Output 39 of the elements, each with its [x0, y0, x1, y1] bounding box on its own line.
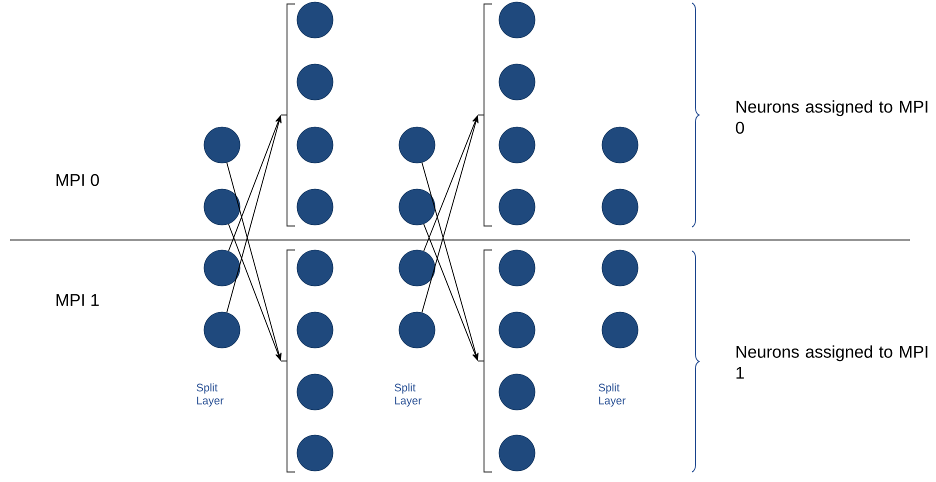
square-bracket: [478, 250, 492, 472]
neuron-circle: [296, 126, 334, 164]
neuron-circle: [498, 250, 536, 286]
neuron-circle: [398, 126, 436, 164]
neuron-circle: [296, 64, 334, 100]
brace-label: Neurons assigned to MPI 0: [736, 100, 928, 134]
neuron-circle: [296, 188, 334, 226]
neuron-circle: [398, 250, 436, 286]
square-bracket: [478, 4, 492, 226]
neuron-circle: [498, 2, 536, 38]
neuron-circle: [498, 374, 536, 410]
neuron-circle: [204, 312, 240, 348]
neuron-circle: [296, 434, 334, 472]
neuron-circle: [204, 188, 240, 226]
square-bracket: [280, 250, 296, 472]
neuron-circle: [296, 374, 334, 410]
neuron-circle: [398, 188, 436, 226]
brace-label: Neurons assigned to MPI 1: [736, 345, 928, 379]
neuron-circle: [602, 312, 638, 348]
layer-label: Split Layer: [598, 383, 626, 407]
side-label: MPI 0: [56, 174, 99, 186]
square-bracket: [280, 4, 296, 226]
neuron-circle: [498, 188, 536, 226]
neuron-circle: [602, 188, 638, 226]
neuron-circle: [498, 312, 536, 348]
neuron-circle: [296, 312, 334, 348]
neuron-circle: [204, 250, 240, 286]
neuron-circle: [498, 434, 536, 472]
neuron-circle: [602, 250, 638, 286]
neuron-circle: [398, 312, 436, 348]
neuron-circle: [296, 2, 334, 38]
neuron-circle: [296, 250, 334, 286]
neuron-circle: [498, 64, 536, 100]
neuron-circle: [602, 126, 638, 164]
layer-label: Split Layer: [394, 383, 422, 407]
side-label: MPI 1: [56, 294, 99, 306]
neuron-circle: [204, 126, 240, 164]
neuron-circle: [498, 126, 536, 164]
layer-label: Split Layer: [196, 383, 224, 407]
